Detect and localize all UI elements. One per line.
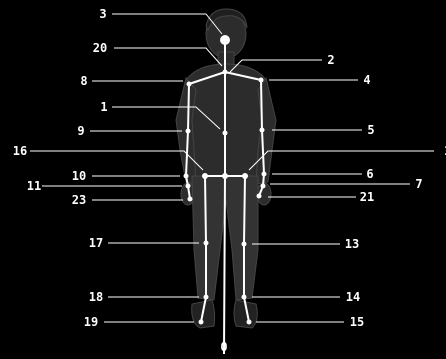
leader-12 bbox=[249, 151, 434, 170]
label-0: 0 bbox=[220, 340, 227, 354]
label-6: 6 bbox=[366, 167, 373, 181]
joint-wrist-left bbox=[262, 172, 267, 177]
bone-thigh-left bbox=[244, 176, 245, 244]
joint-neck bbox=[223, 70, 228, 75]
joint-wrist-right bbox=[184, 174, 189, 179]
joint-knee-right bbox=[204, 241, 209, 246]
joint-head bbox=[220, 35, 230, 45]
joint-handtip-left bbox=[257, 194, 262, 199]
label-15: 15 bbox=[350, 315, 364, 329]
joint-hand-right bbox=[186, 184, 191, 189]
label-4: 4 bbox=[363, 73, 370, 87]
label-2: 2 bbox=[327, 53, 334, 67]
joint-handtip-right bbox=[188, 197, 193, 202]
joint-elbow-left bbox=[260, 128, 265, 133]
joint-elbow-right bbox=[186, 129, 191, 134]
leader-16 bbox=[30, 151, 203, 170]
joint-hip-left bbox=[242, 173, 248, 179]
label-8: 8 bbox=[80, 74, 87, 88]
label-20: 20 bbox=[93, 41, 107, 55]
label-18: 18 bbox=[89, 290, 103, 304]
bone-upper-arm-left bbox=[261, 80, 262, 130]
bone-vertical-base bbox=[224, 176, 225, 354]
joint-ankle-left bbox=[242, 295, 247, 300]
label-11: 11 bbox=[27, 179, 41, 193]
label-7: 7 bbox=[415, 177, 422, 191]
bone-thigh-right bbox=[205, 176, 206, 243]
label-3: 3 bbox=[99, 7, 106, 21]
label-17: 17 bbox=[89, 236, 103, 250]
label-13: 13 bbox=[345, 237, 359, 251]
joint-foot-left bbox=[247, 320, 252, 325]
joint-ankle-right bbox=[204, 295, 209, 300]
joint-spine bbox=[223, 131, 228, 136]
label-10: 10 bbox=[72, 169, 86, 183]
label-9: 9 bbox=[77, 124, 84, 138]
label-23: 23 bbox=[72, 193, 86, 207]
label-14: 14 bbox=[346, 290, 360, 304]
label-16: 16 bbox=[13, 144, 27, 158]
joint-shoulder-right bbox=[187, 82, 192, 87]
joint-hip-right bbox=[202, 173, 208, 179]
joint-hand-left bbox=[261, 184, 266, 189]
joint-shoulder-left bbox=[259, 78, 264, 83]
label-19: 19 bbox=[84, 315, 98, 329]
label-5: 5 bbox=[367, 123, 374, 137]
label-1: 1 bbox=[100, 100, 107, 114]
joint-foot-right bbox=[199, 320, 204, 325]
leader-3 bbox=[112, 14, 222, 34]
joint-knee-left bbox=[242, 242, 247, 247]
joint-hip-center bbox=[222, 173, 228, 179]
label-21: 21 bbox=[360, 190, 374, 204]
leader-20 bbox=[114, 48, 222, 66]
